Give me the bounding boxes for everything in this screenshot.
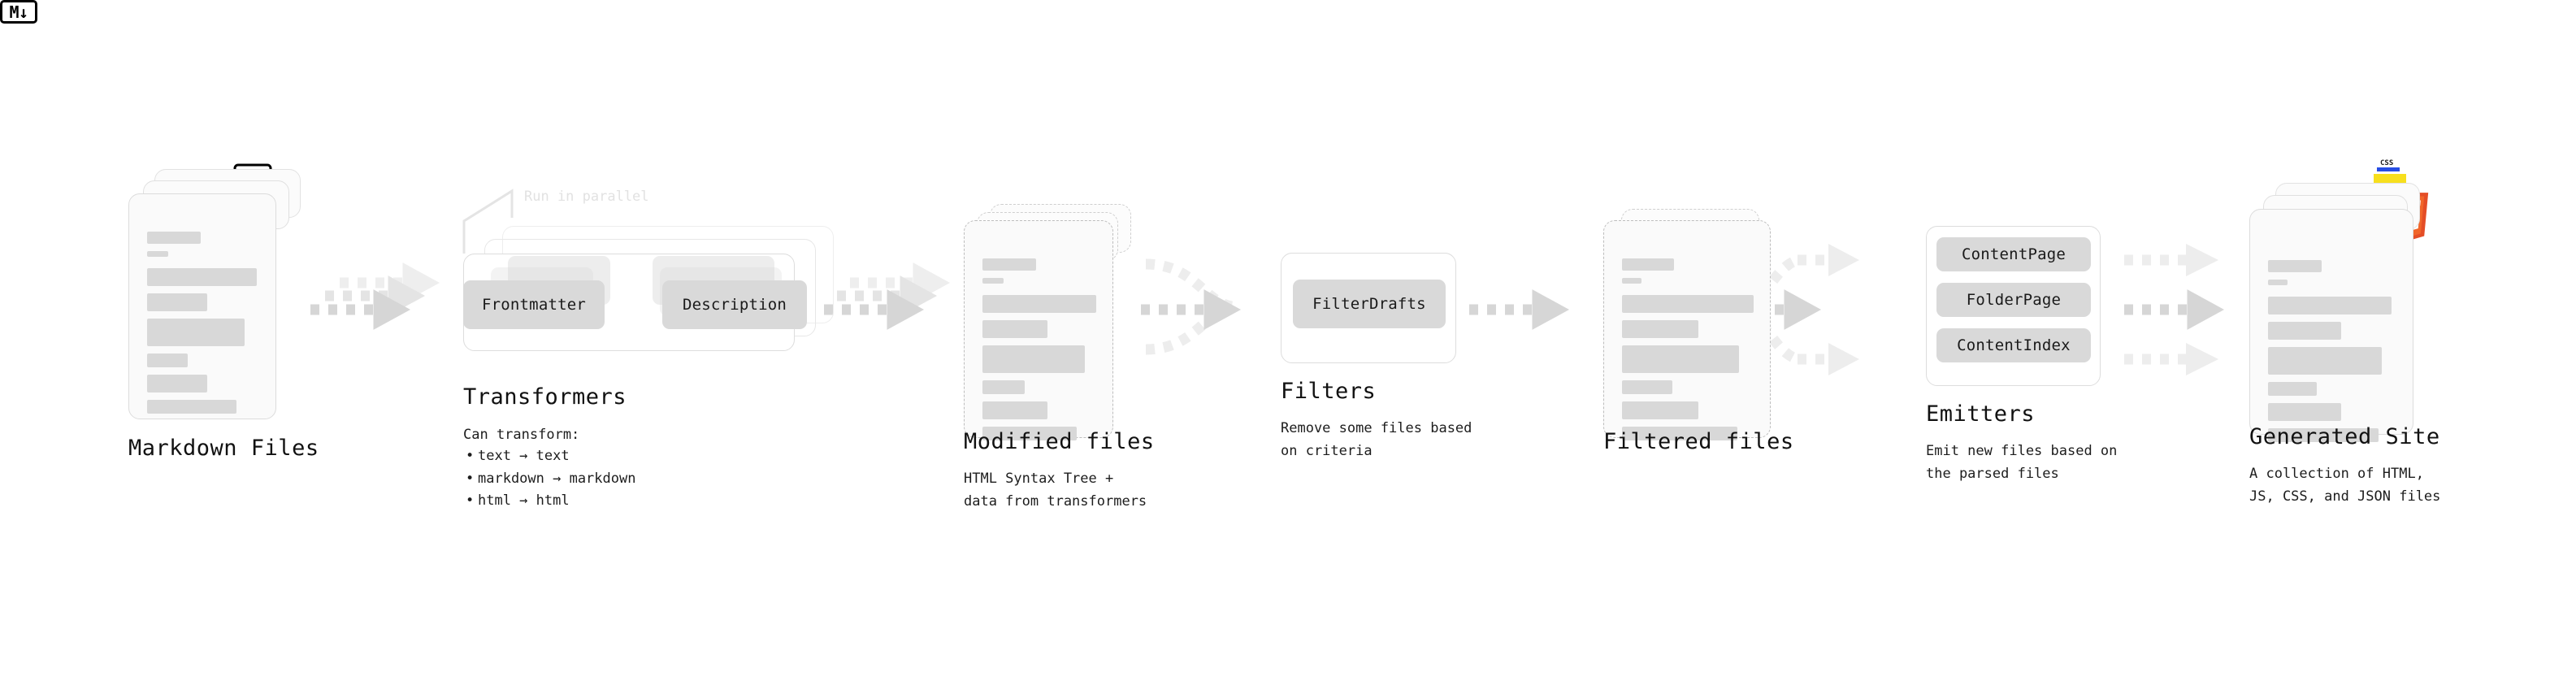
transform-item-text: text → text: [466, 445, 635, 468]
filters-subtitle: Remove some files based on criteria: [1281, 420, 1472, 459]
transformers-capability-list: text → text markdown → markdown html → h…: [463, 445, 636, 513]
placeholder-bars: [2268, 260, 2395, 449]
filtered-files-title: Filtered files: [1603, 429, 1794, 454]
emitter-pill-contentpage-label: ContentPage: [1961, 245, 2066, 263]
markdown-icon: M↓: [0, 0, 37, 24]
emitters-title: Emitters: [1926, 401, 2036, 427]
markdown-icon-arrow: ↓: [19, 2, 28, 22]
emitters-subtitle: Emit new files based on the parsed files: [1926, 443, 2118, 482]
transformer-pill-description-label: Description: [682, 296, 787, 314]
css3-icon: CSS: [2377, 159, 2400, 171]
arrow-filters-to-filtered: [1469, 290, 1568, 329]
filtered-file-card-front: [1603, 220, 1771, 440]
emitter-pill-folderpage[interactable]: FolderPage: [1936, 283, 2091, 317]
transform-item-html: html → html: [466, 490, 635, 513]
generated-site-title: Generated Site: [2249, 424, 2440, 449]
placeholder-bars: [1622, 258, 1754, 448]
modified-file-card-front: [964, 220, 1113, 440]
transformers-title: Transformers: [463, 384, 627, 410]
arrow-emitters-to-site: [2124, 244, 2223, 375]
placeholder-bars: [147, 232, 258, 421]
transformer-pill-frontmatter[interactable]: Frontmatter: [463, 280, 605, 329]
generated-site-card-front-html: [2249, 209, 2413, 442]
arrow-markdown-to-transformers: [310, 263, 439, 329]
emitter-pill-contentpage[interactable]: ContentPage: [1936, 237, 2091, 271]
transformers-subtitle: Can transform:: [463, 427, 580, 443]
filter-pill-filterdrafts-label: FilterDrafts: [1312, 295, 1426, 313]
arrow-modified-to-filters: [1141, 258, 1240, 355]
filters-title: Filters: [1281, 379, 1377, 404]
emitter-pill-contentindex-label: ContentIndex: [1957, 336, 2071, 354]
transformer-pill-description[interactable]: Description: [662, 280, 807, 329]
emitter-pill-folderpage-label: FolderPage: [1966, 291, 2062, 309]
transform-item-markdown: markdown → markdown: [466, 468, 636, 491]
filter-pill-filterdrafts[interactable]: FilterDrafts: [1293, 280, 1446, 328]
markdown-file-card-front: [128, 193, 276, 419]
arrow-transformers-to-modified: [824, 263, 949, 329]
run-in-parallel-label: Run in parallel: [524, 189, 649, 205]
generated-site-subtitle: A collection of HTML, JS, CSS, and JSON …: [2249, 466, 2441, 505]
emitter-pill-contentindex[interactable]: ContentIndex: [1936, 328, 2091, 362]
markdown-files-title: Markdown Files: [128, 436, 319, 461]
modified-files-title: Modified files: [964, 429, 1155, 454]
modified-files-subtitle: HTML Syntax Tree + data from transformer…: [964, 471, 1147, 510]
svg-text:CSS: CSS: [2380, 159, 2393, 167]
transformer-pill-frontmatter-label: Frontmatter: [481, 296, 587, 314]
placeholder-bars: [982, 258, 1096, 448]
markdown-icon-letter: M: [9, 2, 19, 22]
